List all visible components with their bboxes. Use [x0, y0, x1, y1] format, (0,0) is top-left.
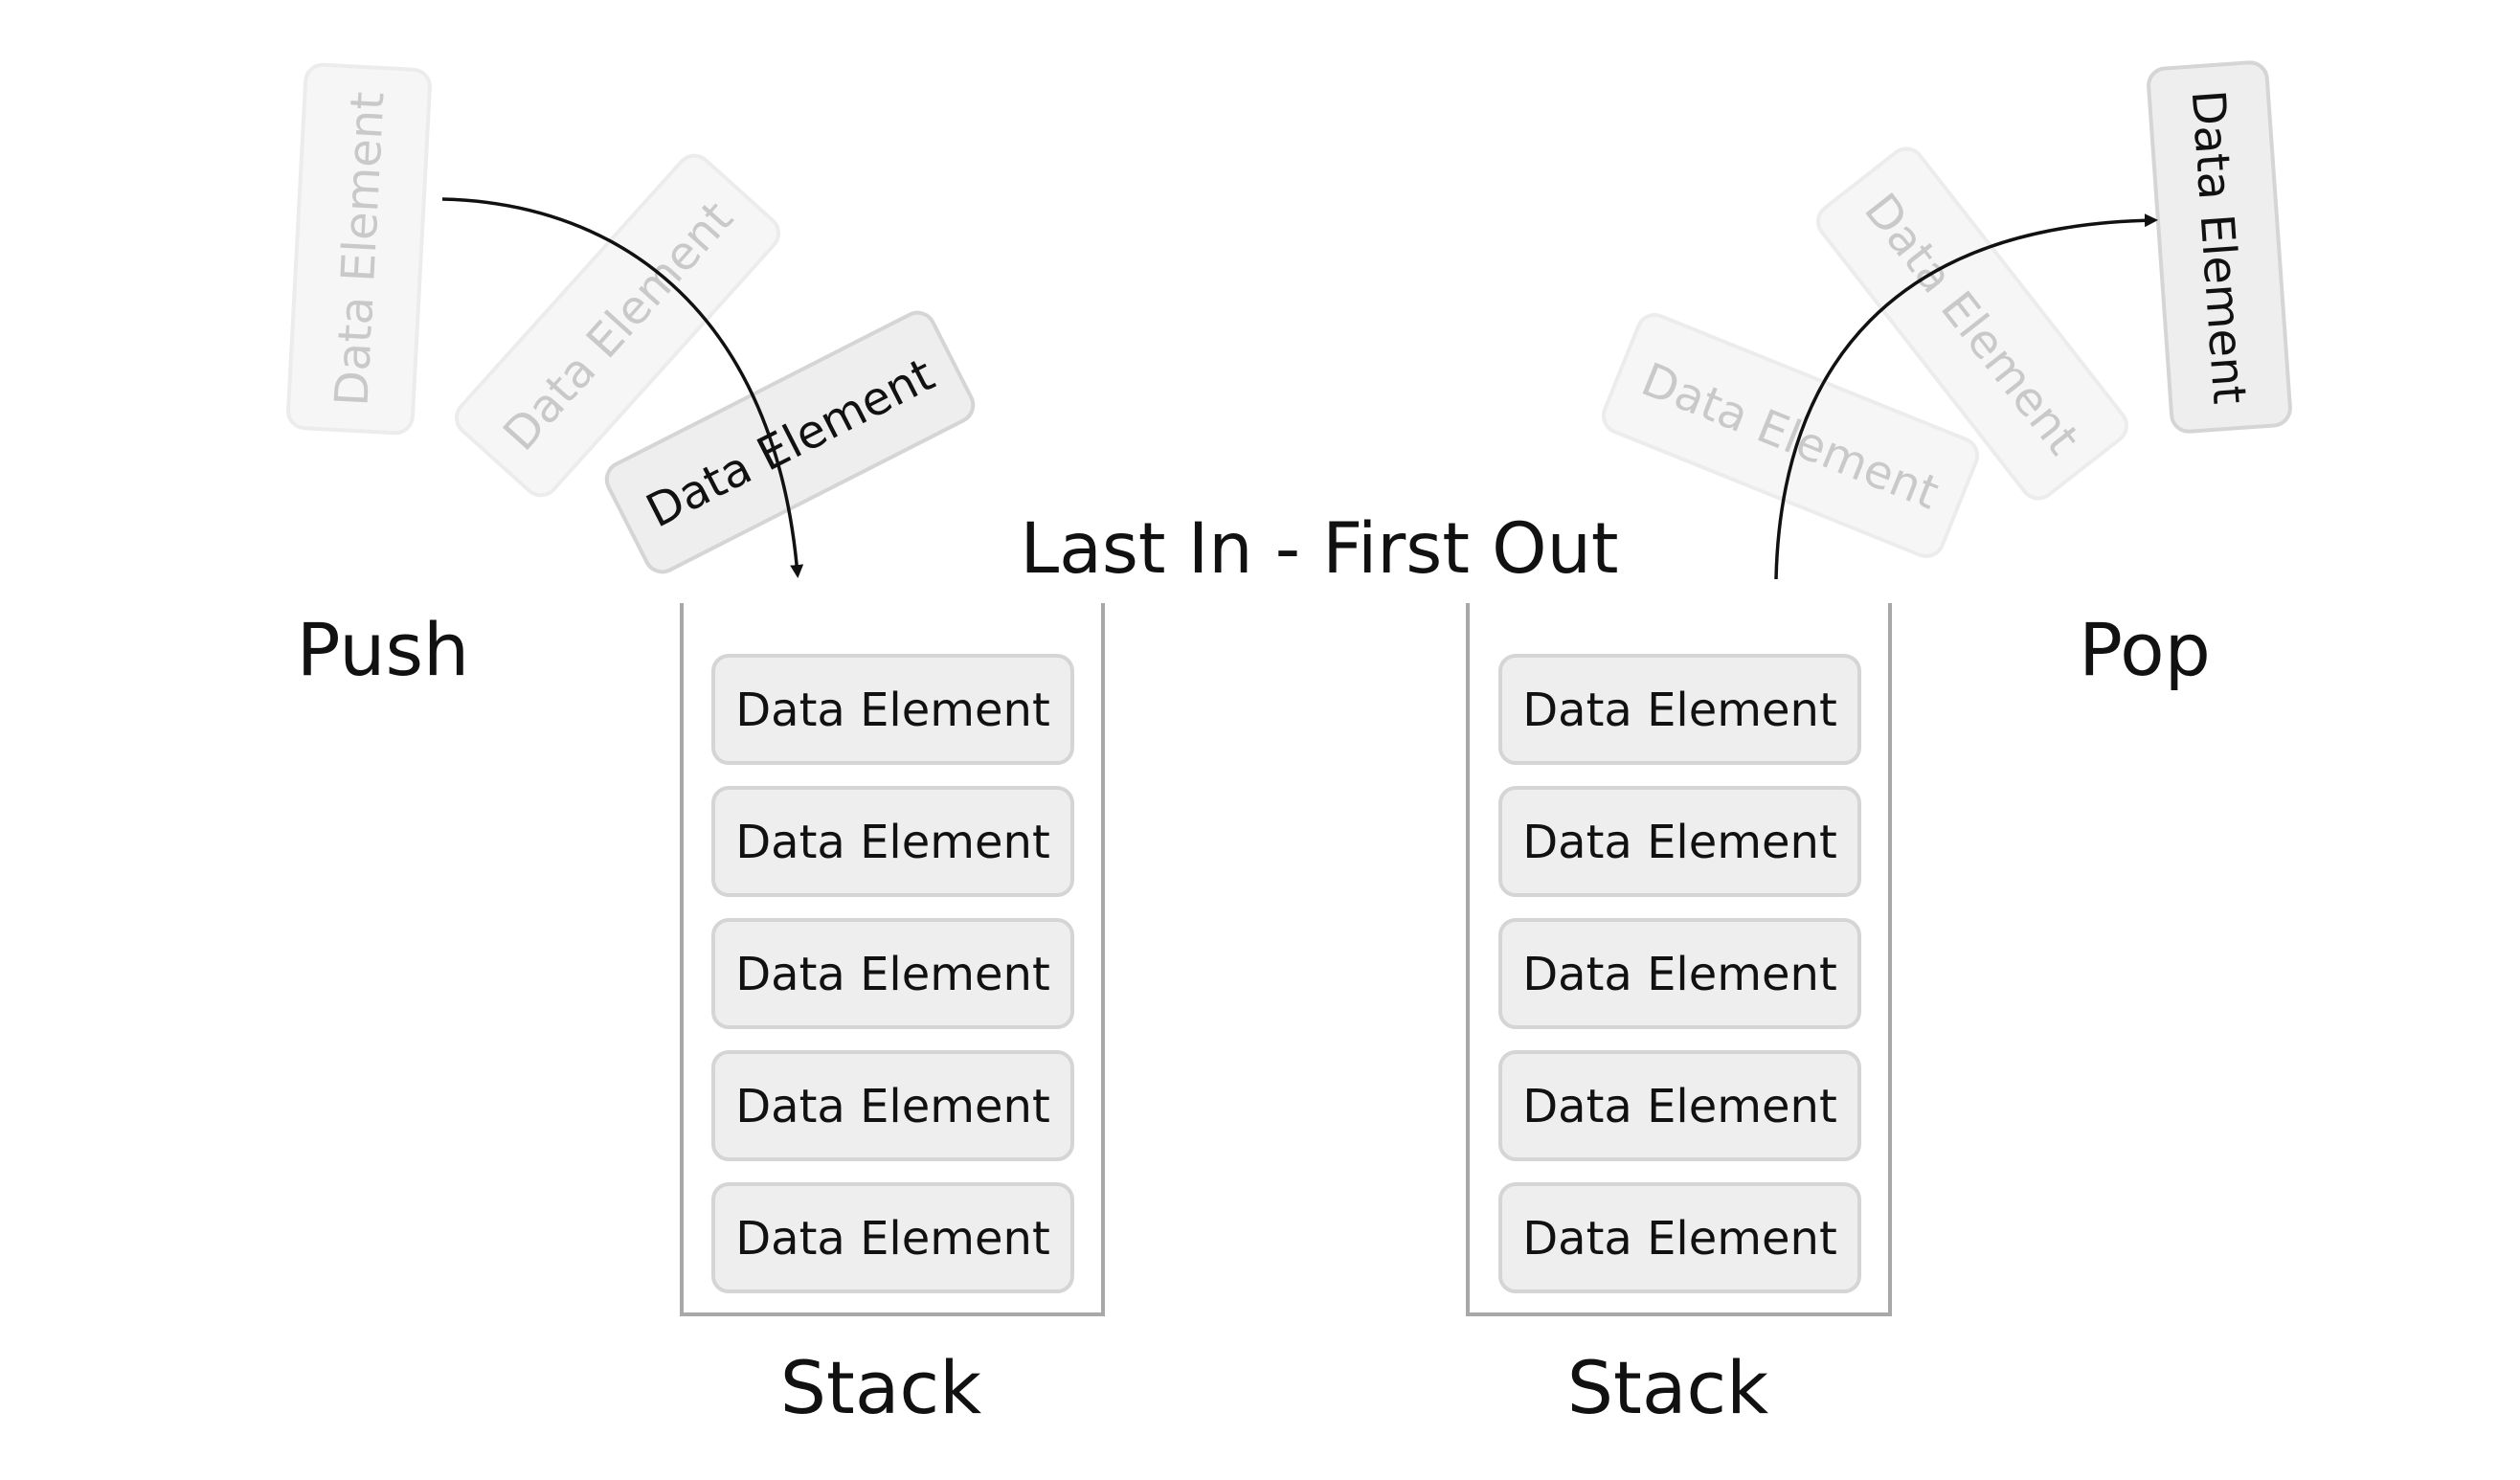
pop-sequence: Data Element Data Element Data Element	[1601, 60, 2292, 580]
stack-left-element-3: Data Element	[711, 918, 1074, 1029]
stack-right-caption: Stack	[1567, 1345, 1768, 1430]
stack-right-element-5-label: Data Element	[1522, 1212, 1837, 1266]
stack-right-element-1: Data Element	[1498, 654, 1861, 765]
stack-left-element-1-label: Data Element	[735, 684, 1050, 737]
stack-left-element-3-label: Data Element	[735, 948, 1050, 1001]
stack-left-caption: Stack	[780, 1345, 981, 1430]
stack-left-element-4: Data Element	[711, 1050, 1074, 1161]
stack-left-element-5-box	[711, 1182, 1074, 1293]
stack-right-element-4: Data Element	[1498, 1050, 1861, 1161]
stack-left-element-2-label: Data Element	[735, 816, 1050, 869]
pop-label: Pop	[2079, 607, 2211, 692]
stack-left-element-2: Data Element	[711, 786, 1074, 897]
push-sequence: Data Element Data Element Data Element	[286, 62, 976, 578]
pop-arrow	[1774, 213, 2158, 580]
stack-right-element-3-label: Data Element	[1522, 948, 1837, 1001]
push-arrow	[441, 197, 804, 578]
push-label: Push	[297, 607, 469, 692]
stack-right-container	[1466, 603, 1892, 1316]
stack-left-element-1-box	[711, 654, 1074, 765]
stack-left-element-3-box	[711, 918, 1074, 1029]
stack-left-element-4-box	[711, 1050, 1074, 1161]
stack-left-element-2-box	[711, 786, 1074, 897]
diagram-title: Last In - First Out	[1021, 508, 1619, 590]
stack-right-element-5-box	[1498, 1182, 1861, 1293]
stack-right-element-2-box	[1498, 786, 1861, 897]
stack-left-element-1: Data Element	[711, 654, 1074, 765]
stack-left-container	[680, 603, 1105, 1316]
push-element-ghost-1: Data Element	[286, 62, 432, 436]
stack-right-element-4-label: Data Element	[1522, 1080, 1837, 1133]
stack-right-element-2-label: Data Element	[1522, 816, 1837, 869]
stack-right-element-1-box	[1498, 654, 1861, 765]
stack-right-element-1-label: Data Element	[1522, 684, 1837, 737]
stack-right-element-5: Data Element	[1498, 1182, 1861, 1293]
stack-right-element-4-box	[1498, 1050, 1861, 1161]
stack-left-element-5: Data Element	[711, 1182, 1074, 1293]
stack-left-element-5-label: Data Element	[735, 1212, 1050, 1266]
stack-right-element-3: Data Element	[1498, 918, 1861, 1029]
stack-right-element-3-box	[1498, 918, 1861, 1029]
stack-right-element-2: Data Element	[1498, 786, 1861, 897]
pop-element-active: Data Element	[2147, 60, 2292, 434]
stack-left-element-4-label: Data Element	[735, 1080, 1050, 1133]
